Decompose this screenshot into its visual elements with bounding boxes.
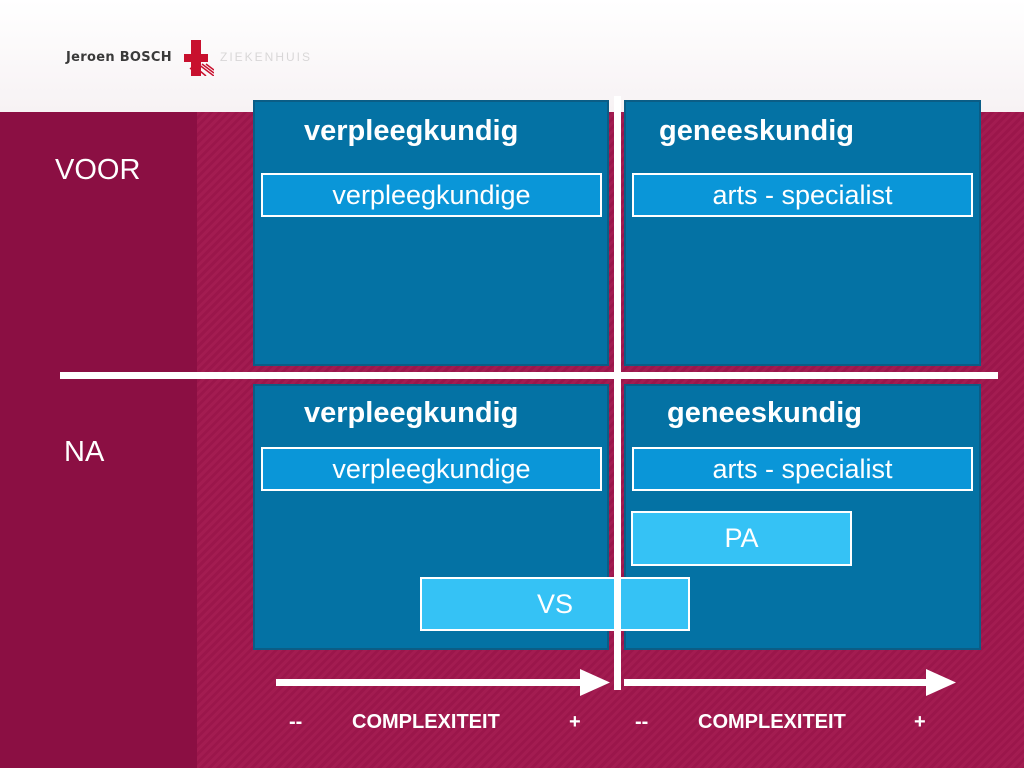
vertical-divider: [614, 96, 621, 690]
vs-box: VS: [420, 577, 690, 631]
after-specialist-box: arts - specialist: [632, 447, 973, 491]
after-medical-title: geneeskundig: [667, 397, 862, 429]
row-label-na: NA: [64, 436, 105, 468]
logo-icon: [184, 40, 214, 76]
before-nursing-title: verpleegkundig: [304, 115, 519, 147]
panel-before-nursing: [253, 100, 609, 366]
before-specialist-box: arts - specialist: [632, 173, 973, 217]
left-complexity-arrow: [276, 669, 610, 696]
before-nurse-box: verpleegkundige: [261, 173, 602, 217]
row-label-voor: VOOR: [55, 154, 141, 186]
after-nursing-title: verpleegkundig: [304, 397, 519, 429]
right-axis-plus: +: [914, 711, 926, 733]
right-axis-minus: --: [635, 711, 649, 733]
after-nurse-box: verpleegkundige: [261, 447, 602, 491]
right-axis-label: COMPLEXITEIT: [698, 711, 846, 733]
left-axis-label: COMPLEXITEIT: [352, 711, 500, 733]
panel-before-medical: [624, 100, 981, 366]
left-axis-plus: +: [569, 711, 581, 733]
pa-box: PA: [631, 511, 852, 566]
header: Jeroen BOSCH ZIEKENHUIS: [0, 0, 1024, 112]
logo-text: Jeroen BOSCH: [66, 50, 172, 65]
logo-suffix: ZIEKENHUIS: [220, 50, 313, 64]
right-complexity-arrow: [624, 669, 956, 696]
horizontal-divider: [60, 372, 998, 379]
left-axis-minus: --: [289, 711, 303, 733]
before-medical-title: geneeskundig: [659, 115, 854, 147]
